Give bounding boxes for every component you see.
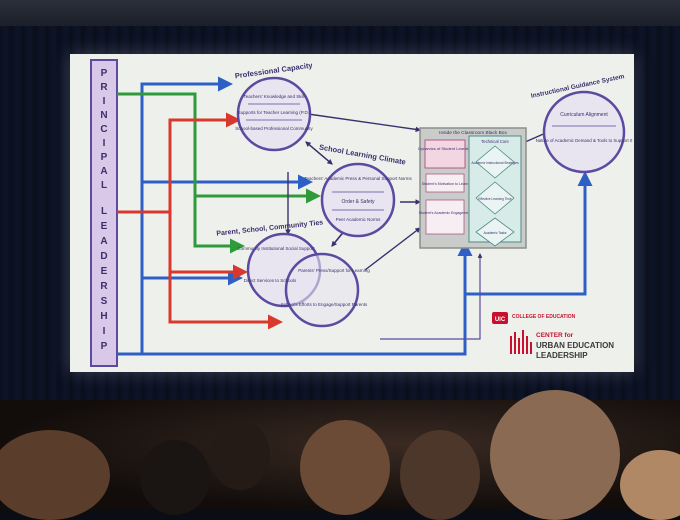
leftbar-letter: N [100, 110, 107, 121]
pc-item: Supports for Teacher Learning (P.D.) [238, 110, 311, 115]
principal-leadership-label: P R I N C I P A L L E A D E R S H I P [100, 68, 108, 352]
leftbar-letter: P [101, 341, 108, 352]
instructional-guidance-node: Instructional Guidance System Curriculum… [530, 73, 634, 174]
leftbar-letter: S [101, 296, 108, 307]
audience-head [400, 430, 480, 520]
center-line2: LEADERSHIP [536, 351, 588, 360]
leftbar-letter: A [100, 236, 107, 247]
black-box-title: Inside the Classroom Black Box [439, 130, 507, 136]
projection-screen: P R I N C I P A L L E A D E R S H I P [70, 54, 634, 372]
green-arrow-parent [117, 92, 245, 254]
pc-ties-item: Direct Services to Schools [244, 278, 297, 283]
leftbar-letter: E [101, 266, 108, 277]
college-label: COLLEGE OF EDUCATION [512, 314, 576, 320]
diamond-strategies: Academic Instructional Strategies [471, 161, 519, 165]
logo-bars [510, 330, 532, 354]
pc-ties-item: Community Institutional Social Support [237, 246, 315, 251]
dynamics-title: Dynamics of Student Learning [418, 146, 472, 151]
red-arrow-parent [168, 212, 283, 330]
center-line1: URBAN EDUCATION [536, 341, 614, 350]
audience-head [140, 440, 210, 515]
uic-badge: UIC [495, 317, 506, 323]
leftbar-letter: I [103, 96, 106, 107]
pc-item: School-based Professional Community [235, 126, 313, 131]
technical-core-title: Technical Core [481, 139, 509, 144]
leftbar-letter: E [101, 221, 108, 232]
leftbar-letter: A [100, 166, 107, 177]
uic-logo: UIC COLLEGE OF EDUCATION CENTER for URBA… [492, 312, 614, 360]
audience-head [210, 420, 270, 490]
blue-arrow-guidance [465, 171, 593, 296]
pc-item: Teachers' Knowledge and Skill [244, 94, 305, 99]
parent-community-title: Parent, School, Community Ties [216, 219, 323, 237]
audience-head [620, 450, 680, 520]
blue-arrow-bottom [117, 241, 473, 356]
leftbar-letter: I [103, 138, 106, 149]
climate-item: Teachers' Academic Press & Personal Supp… [304, 176, 412, 181]
black-box: Inside the Classroom Black Box Dynamics … [418, 127, 527, 249]
leftbar-letter: P [101, 152, 108, 163]
center-label: CENTER for [536, 332, 574, 339]
leftbar-letter: R [100, 281, 108, 292]
professional-capacity-node: Professional Capacity Teachers' Knowledg… [234, 61, 314, 152]
leftbar-letter: L [101, 206, 107, 217]
audience-head [300, 420, 390, 515]
slide-diagram: P R I N C I P A L L E A D E R S H I P [90, 59, 634, 367]
leftbar-letter: C [100, 124, 107, 135]
leftbar-letter: L [101, 180, 107, 191]
purple-arrow-return [380, 253, 483, 340]
guidance-item: Nature of Academic Demand & Tools to Sup… [536, 138, 634, 143]
audience-silhouettes [0, 390, 680, 520]
climate-item: Peer Academic Norms [336, 217, 382, 222]
leftbar-letter: D [100, 251, 107, 262]
leadership-arrows [117, 76, 593, 356]
guidance-item: Curriculum Alignment [560, 112, 608, 118]
leftbar-letter: P [101, 68, 108, 79]
climate-item: Order & Safety [341, 199, 375, 205]
engagement-box: Student's Academic Engagement [419, 211, 472, 215]
diamond-tasks: Academic Tasks [484, 231, 507, 235]
leftbar-letter: R [100, 82, 108, 93]
diamond-time: Effective Learning Time [478, 197, 511, 201]
pc-ties-item: School's Efforts to Engage/Support Paren… [281, 302, 368, 307]
leftbar-letter: I [103, 326, 106, 337]
audience-head [490, 390, 620, 520]
leftbar-letter: H [100, 311, 107, 322]
motivation-box: Student's Motivation to Learn [422, 182, 468, 186]
principal-leadership-bar [90, 59, 118, 367]
pc-ties-item: Parents' Press/Support for Learning [298, 268, 370, 273]
blue-arrow-capacity [140, 76, 233, 354]
audience-head [0, 430, 110, 520]
red-arrow-capacity [117, 112, 241, 214]
